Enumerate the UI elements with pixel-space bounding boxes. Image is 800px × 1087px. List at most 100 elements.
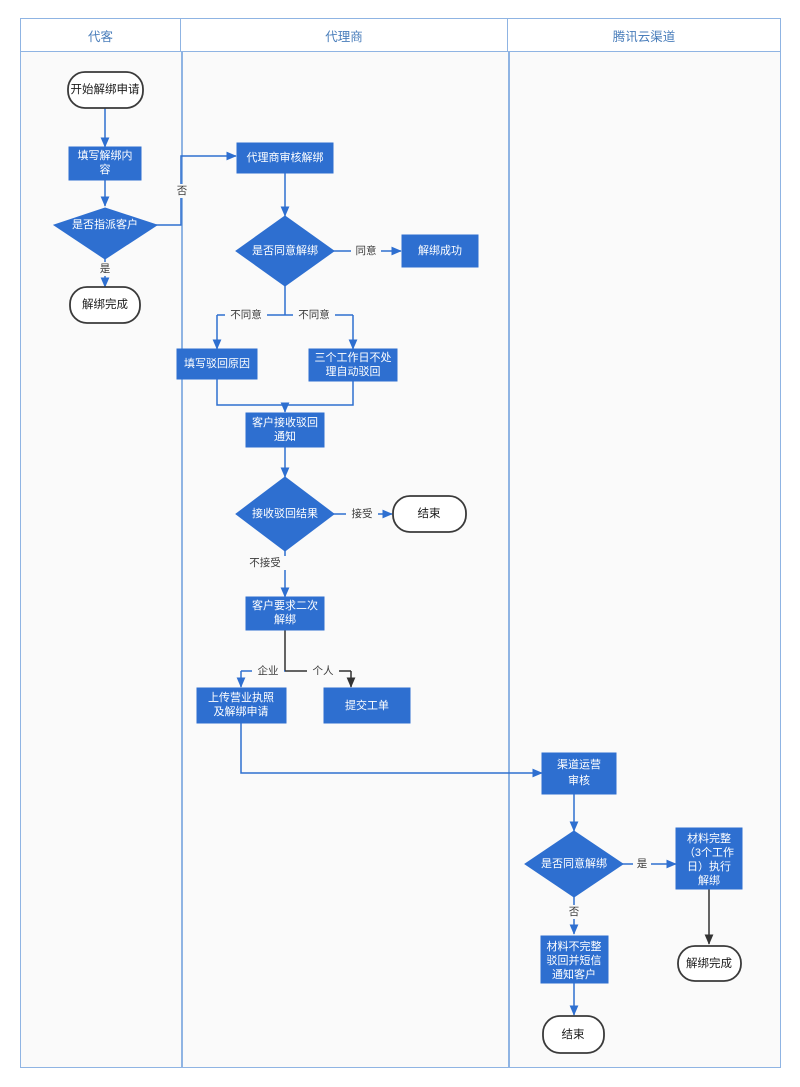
node-unbind-done-right-shape xyxy=(677,945,742,982)
lane-header-tencent-channel: 腾讯云渠道 xyxy=(612,29,676,44)
lane-divider-2 xyxy=(508,52,510,1067)
edge-labels-layer: 否 是 同意 不同意 不同意 接受 不接受 企业 个人 是 xyxy=(96,184,651,919)
node-customer-receive-notice[interactable]: 客户接收驳回 通知 xyxy=(245,412,325,448)
node-assign-customer[interactable]: 是否指派客户 xyxy=(52,207,159,260)
edge-label-bg-agree-yes xyxy=(351,244,381,258)
edge-label-bg-agree-no-right xyxy=(293,308,335,322)
lane-divider-1 xyxy=(181,52,183,1067)
node-assign-customer-label: 是否指派客户 xyxy=(72,217,138,231)
node-materials-complete-shape xyxy=(675,827,743,890)
node-reject-result[interactable]: 接收驳回结果 xyxy=(235,476,335,552)
node-channel-review-label-line2: 审核 xyxy=(568,773,590,787)
node-agree-unbind-channel-shape xyxy=(524,830,624,898)
edge-label-bg-agree2-yes xyxy=(633,857,651,871)
edge-label-bg-result-accept xyxy=(346,507,378,521)
node-fill-content-label-line1: 填写解绑内 xyxy=(78,148,133,162)
node-upload-license-shape xyxy=(196,687,287,724)
edge-label-bg-second-person xyxy=(307,664,339,678)
node-channel-review[interactable]: 渠道运营 审核 xyxy=(541,752,617,795)
edge-label-second-person: 个人 xyxy=(313,665,334,677)
node-start-shape xyxy=(67,71,144,109)
node-assign-customer-shape xyxy=(52,207,159,260)
node-customer-receive-notice-label-line2: 通知 xyxy=(274,429,296,443)
node-unbind-done-right-label: 解绑完成 xyxy=(686,956,732,970)
node-upload-license-label-line2: 及解绑申请 xyxy=(214,704,269,718)
node-agree-unbind-shape xyxy=(235,215,335,287)
node-materials-complete-label-line3: 日）执行 xyxy=(687,859,731,873)
flow-svg: 否 是 同意 不同意 不同意 接受 不接受 企业 个人 是 xyxy=(52,71,743,1054)
node-second-unbind-request[interactable]: 客户要求二次 解绑 xyxy=(245,596,325,631)
node-auto-reject[interactable]: 三个工作日不处 理自动驳回 xyxy=(308,348,398,382)
node-end-right-label: 结束 xyxy=(562,1028,585,1041)
node-end-middle[interactable]: 结束 xyxy=(392,495,467,533)
node-start-label: 开始解绑申请 xyxy=(71,82,140,96)
node-materials-complete[interactable]: 材料完整 （3个工作 日）执行 解绑 xyxy=(675,827,743,890)
node-auto-reject-label-line1: 三个工作日不处 xyxy=(315,351,392,364)
node-unbind-success[interactable]: 解绑成功 xyxy=(401,234,479,268)
node-materials-incomplete-label-line2: 驳回并短信 xyxy=(547,953,602,967)
node-upload-license[interactable]: 上传营业执照 及解绑申请 xyxy=(196,687,287,724)
node-submit-ticket-shape xyxy=(323,687,411,724)
node-submit-ticket-label: 提交工单 xyxy=(345,698,389,712)
node-fill-content-shape xyxy=(68,146,142,181)
node-materials-complete-label-line4: 解绑 xyxy=(698,873,720,887)
edge-upload-to-channel xyxy=(240,723,543,778)
edge-label-agree-no-right: 不同意 xyxy=(298,308,330,321)
edge-label-bg-result-reject xyxy=(243,556,287,570)
edge-label-agree-no-left: 不同意 xyxy=(230,308,262,321)
edge-label-agree2-yes: 是 xyxy=(637,858,648,870)
lane-header-agent: 代理商 xyxy=(181,19,508,51)
node-end-right-shape xyxy=(542,1015,605,1054)
node-customer-receive-notice-label-line1: 客户接收驳回 xyxy=(252,415,318,429)
lane-header-row: 代客 代理商 腾讯云渠道 xyxy=(21,19,780,52)
lane-header-customer: 代客 xyxy=(21,19,181,51)
edge-label-second-company: 企业 xyxy=(258,664,279,677)
node-auto-reject-label-line2: 理自动驳回 xyxy=(326,365,381,378)
node-reject-result-shape xyxy=(235,476,335,552)
node-agree-unbind-label: 是否同意解绑 xyxy=(252,243,318,257)
node-unbind-success-shape xyxy=(401,234,479,268)
node-submit-ticket[interactable]: 提交工单 xyxy=(323,687,411,724)
edge-label-bg-assign-no xyxy=(171,184,191,198)
node-agree-unbind[interactable]: 是否同意解绑 xyxy=(235,215,335,287)
node-unbind-done-right[interactable]: 解绑完成 xyxy=(677,945,742,982)
node-agree-unbind-channel[interactable]: 是否同意解绑 xyxy=(524,830,624,898)
swimlane-container: 代客 代理商 腾讯云渠道 xyxy=(20,18,781,1068)
node-unbind-done-left-label: 解绑完成 xyxy=(82,297,128,311)
node-channel-review-shape xyxy=(541,752,617,795)
node-materials-incomplete[interactable]: 材料不完整 驳回并短信 通知客户 xyxy=(540,935,609,984)
edge-label-bg-assign-yes xyxy=(96,262,114,276)
node-upload-license-label-line1: 上传营业执照 xyxy=(208,690,274,704)
node-customer-receive-notice-shape xyxy=(245,412,325,448)
edge-auto-reject-to-merge xyxy=(285,379,354,406)
node-unbind-done-left-shape xyxy=(69,286,141,324)
node-unbind-success-label: 解绑成功 xyxy=(418,243,462,257)
node-materials-incomplete-label-line3: 通知客户 xyxy=(552,967,596,981)
node-second-unbind-request-label-line1: 客户要求二次 xyxy=(252,598,318,612)
edge-label-assign-yes: 是 xyxy=(100,263,111,275)
node-end-middle-label: 结束 xyxy=(418,507,441,520)
edge-label-bg-second-company xyxy=(252,664,284,678)
node-fill-reject-reason[interactable]: 填写驳回原因 xyxy=(176,348,258,380)
edge-label-agree-yes: 同意 xyxy=(356,244,377,257)
node-agent-review-label: 代理商审核解绑 xyxy=(247,150,324,164)
edge-label-bg-agree2-no xyxy=(565,905,583,919)
node-reject-result-label: 接收驳回结果 xyxy=(252,506,318,520)
node-agent-review-shape xyxy=(236,142,334,174)
node-fill-content[interactable]: 填写解绑内 容 xyxy=(68,146,142,181)
node-second-unbind-request-shape xyxy=(245,596,325,631)
node-fill-reject-reason-label: 填写驳回原因 xyxy=(184,356,250,370)
edge-label-agree2-no: 否 xyxy=(569,906,580,918)
node-channel-review-label-line1: 渠道运营 xyxy=(557,757,601,771)
node-agree-unbind-channel-label: 是否同意解绑 xyxy=(541,856,607,870)
node-agent-review[interactable]: 代理商审核解绑 xyxy=(236,142,334,174)
node-materials-incomplete-shape xyxy=(540,935,609,984)
node-end-right[interactable]: 结束 xyxy=(542,1015,605,1054)
node-materials-complete-label-line1: 材料完整 xyxy=(687,831,731,845)
node-start[interactable]: 开始解绑申请 xyxy=(67,71,144,109)
node-unbind-done-left[interactable]: 解绑完成 xyxy=(69,286,141,324)
edge-label-result-accept: 接受 xyxy=(352,507,373,520)
node-fill-reject-reason-shape xyxy=(176,348,258,380)
node-auto-reject-shape xyxy=(308,348,398,382)
